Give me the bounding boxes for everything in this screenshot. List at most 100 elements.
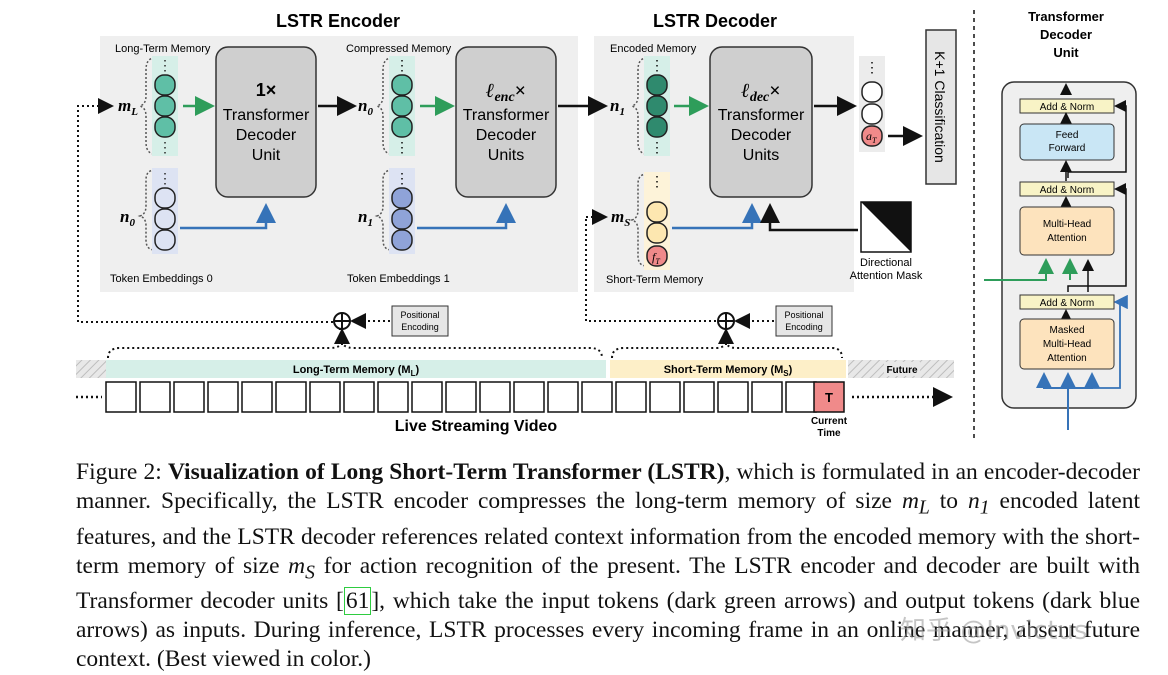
video-frame — [547, 381, 579, 413]
unit-panel-title: Transformer — [1028, 9, 1104, 24]
token — [646, 95, 668, 117]
f-t-label: fT — [652, 250, 660, 266]
citation-bracket: [ — [336, 588, 344, 615]
current-time-label: Current — [811, 416, 848, 427]
encoded-memory-label: Encoded Memory — [610, 43, 697, 55]
video-frame — [343, 381, 375, 413]
video-frame — [275, 381, 307, 413]
caption-math: mL — [901, 488, 930, 519]
ellipsis-icon: ⋮ — [650, 59, 664, 74]
video-frame — [207, 381, 239, 413]
token — [391, 74, 413, 96]
video-frame — [241, 381, 273, 413]
ellipsis-icon: ⋮ — [650, 141, 664, 156]
m-s-brace — [629, 173, 648, 267]
ellipsis-icon: ⋮ — [158, 59, 172, 74]
video-frame — [649, 381, 681, 413]
video-frame — [785, 381, 817, 413]
n1-brace — [374, 169, 393, 251]
future-label: Future — [886, 365, 918, 376]
short-term-memory-label: Short-Term Memory — [606, 274, 704, 286]
encoder-title: LSTR Encoder — [276, 11, 400, 31]
current-time-label: Time — [817, 428, 841, 439]
caption-text: , which take the input tokens (dark gree… — [76, 588, 1140, 673]
mha-label: Attention — [1047, 233, 1086, 244]
current-frame — [813, 381, 845, 413]
unit-1-text: Decoder — [236, 127, 297, 144]
video-frame — [173, 381, 205, 413]
ellipsis-icon: ⋮ — [865, 61, 879, 76]
n0-symbol: n0 — [120, 207, 135, 229]
citation-bracket: ] — [371, 588, 380, 615]
token — [391, 95, 413, 117]
blue-output-arrow — [417, 203, 516, 230]
caption-text: to — [929, 488, 969, 514]
caption-text: encoded latent features, and the LSTR de… — [76, 488, 1141, 579]
token-embeddings-1-label: Token Embeddings 1 — [347, 273, 450, 285]
blue-output-arrow — [180, 203, 276, 230]
token — [391, 229, 413, 251]
feed-forward-label: Forward — [1049, 143, 1086, 154]
caption-title: Visualization of Long Short-Term Transfo… — [167, 459, 725, 485]
video-frame — [105, 381, 137, 413]
video-frame — [683, 381, 715, 413]
short-term-stream-brace — [611, 339, 843, 359]
video-frame — [479, 381, 511, 413]
video-frame — [377, 381, 409, 413]
token — [391, 116, 413, 138]
citation-link[interactable]: 61 — [343, 587, 372, 616]
unit-1-text: Unit — [252, 147, 281, 164]
token — [861, 81, 883, 103]
decoder-unit — [709, 46, 813, 198]
a-t-token — [861, 125, 883, 147]
token — [154, 187, 176, 209]
m-s-symbol: mS — [611, 207, 630, 229]
video-frame — [581, 381, 613, 413]
video-frame — [615, 381, 647, 413]
figure-caption: Figure 2: Visualization of Long Short-Te… — [76, 458, 1140, 674]
n1-decoder-symbol: n1 — [610, 96, 625, 118]
token — [646, 201, 668, 223]
short-term-stream-label: Short-Term Memory (MS) — [664, 364, 793, 378]
m-l-symbol: mL — [118, 96, 138, 118]
ellipsis-icon: ⋮ — [650, 175, 664, 190]
video-frame — [309, 381, 341, 413]
video-frame — [139, 381, 171, 413]
residual-path — [1067, 183, 1127, 292]
unit-1-text: Transformer — [223, 107, 310, 124]
add-norm-label: Add & Norm — [1040, 298, 1094, 309]
unit-2-text: Units — [488, 147, 524, 164]
long-term-memory-label: Long-Term Memory — [115, 43, 211, 55]
unit-panel-title: Decoder — [1040, 27, 1092, 42]
unit-2-text: Transformer — [463, 107, 550, 124]
token — [154, 208, 176, 230]
token-embeddings-0-label: Token Embeddings 0 — [110, 273, 213, 285]
add-norm-label: Add & Norm — [1040, 185, 1094, 196]
f-t-token — [646, 245, 668, 267]
multi-head-attention-box — [1019, 206, 1115, 256]
a-t-label: aT — [866, 129, 877, 145]
video-frame — [411, 381, 443, 413]
blue-output-arrow — [672, 203, 762, 230]
unit-panel-title: Unit — [1053, 45, 1079, 60]
blue-input-arrow — [1068, 372, 1100, 389]
watermark: 知乎 @Invictus — [900, 616, 1088, 646]
positional-encoding-label: Positional — [784, 310, 823, 320]
token — [861, 103, 883, 125]
stream-title: Live Streaming Video — [395, 418, 558, 435]
token — [646, 74, 668, 96]
add-norm-label: Add & Norm — [1040, 102, 1094, 113]
masked-mha-label: Masked — [1049, 325, 1084, 336]
blue-input-arrow — [1036, 372, 1068, 389]
classification-box — [925, 29, 957, 185]
decoder-unit-text: Units — [743, 147, 779, 164]
mask-label: Attention Mask — [850, 270, 923, 282]
caption-text: , which is formulated in an encoder-deco… — [76, 459, 1140, 514]
long-term-stream-bar — [106, 360, 606, 378]
unit-1-multiplier: 1× — [256, 80, 277, 100]
video-frame — [513, 381, 545, 413]
attention-mask-triangle — [861, 202, 911, 252]
token — [154, 95, 176, 117]
positional-encoding-label: Encoding — [401, 322, 439, 332]
decoder-unit-text: Transformer — [718, 107, 805, 124]
